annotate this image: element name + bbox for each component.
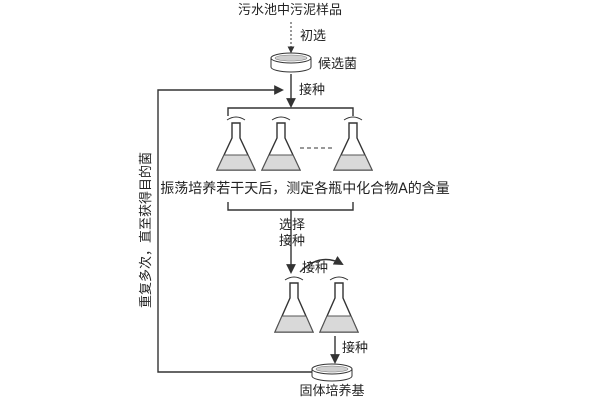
inoculate-label-3: 接种: [342, 340, 368, 356]
candidate-label: 候选菌: [318, 57, 357, 72]
flask-4: [273, 276, 315, 333]
flask-5: [318, 276, 360, 333]
inoculate-label-1: 接种: [299, 82, 325, 98]
petri-dish-top: [270, 52, 312, 73]
sample-label: 污水池中污泥样品: [238, 3, 342, 18]
transfer-curve-arrow: [299, 255, 344, 273]
distribution-bracket: [227, 107, 354, 116]
select-inoculate-label: 接种: [279, 233, 305, 249]
solid-medium-label: 固体培养基: [299, 383, 364, 399]
flask-2: [260, 116, 302, 171]
screen-label: 初选: [300, 29, 326, 44]
selection-bracket: [227, 202, 354, 211]
shake-culture-text: 振荡培养若干天后，测定各瓶中化合物A的含量: [160, 181, 450, 197]
flask-3: [332, 116, 374, 171]
repeat-label: 重复多次，直至获得目的菌: [138, 152, 154, 308]
petri-dish-bottom: [311, 363, 353, 382]
repeat-loop-arrow: [157, 85, 312, 373]
select-label: 选择: [279, 218, 305, 233]
inoculate-label-2: 接种: [302, 260, 328, 276]
flask-1: [215, 116, 257, 171]
